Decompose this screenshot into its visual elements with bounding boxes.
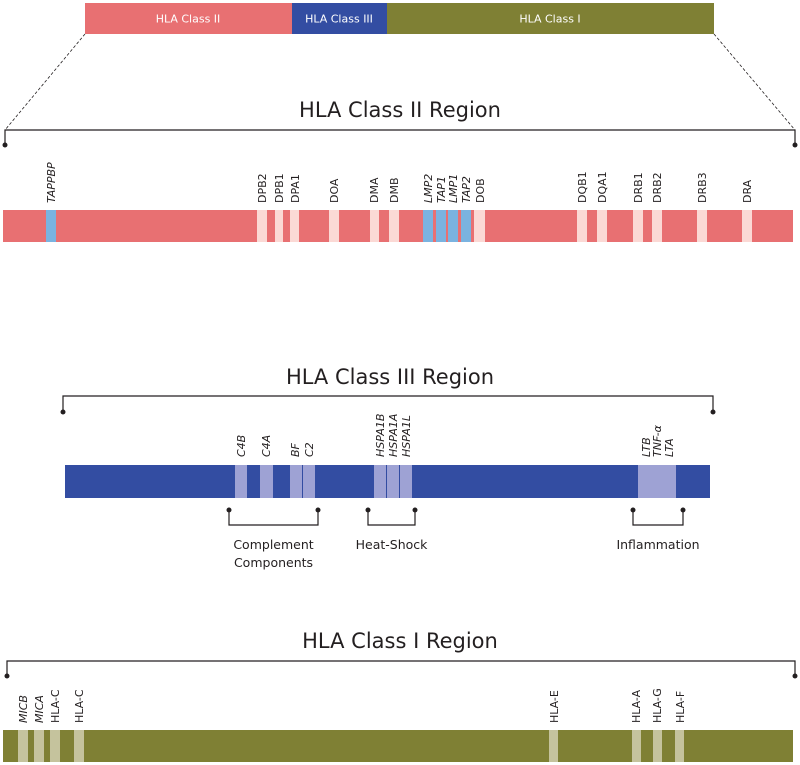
gene-label-hla-f: HLA-F <box>674 691 687 723</box>
gene-label-drb3: DRB3 <box>696 172 709 203</box>
gene-band-dob <box>474 210 485 242</box>
gene-label-hla-g: HLA-G <box>651 688 664 723</box>
gene-band-mica <box>34 730 44 762</box>
class3-bracket <box>60 395 716 415</box>
gene-label-tap1: TAP1 <box>435 176 448 203</box>
overview-bar: HLA Class II HLA Class III HLA Class I <box>85 3 714 34</box>
gene-band-dpb2 <box>257 210 267 242</box>
gene-label-hspa1a: HSPA1A <box>387 414 400 457</box>
gene-label-lta: LTA <box>663 438 676 457</box>
gene-band-tap1 <box>436 210 446 242</box>
gene-label-hspa1l: HSPA1L <box>400 415 413 457</box>
gene-band-dma <box>370 210 379 242</box>
group-label-complement-components: Components <box>234 555 313 570</box>
class1-chromosome-bar <box>3 730 793 762</box>
gene-label-dmb: DMB <box>388 177 401 203</box>
gene-band-drb1 <box>633 210 643 242</box>
gene-label-dpb1: DPB1 <box>273 173 286 203</box>
class1-bracket <box>4 660 798 679</box>
gene-band-c2 <box>303 465 315 498</box>
gene-label-c4b: C4B <box>235 435 248 457</box>
overview-segment-class2 <box>85 3 292 34</box>
overview-label-class1: HLA Class I <box>519 13 580 26</box>
gene-band-hla-g <box>653 730 662 762</box>
gene-band-doa <box>329 210 339 242</box>
gene-band-dra <box>742 210 752 242</box>
group-bracket-complement-components <box>226 507 321 526</box>
gene-band-hspa1l <box>400 465 412 498</box>
overview-segment-class3 <box>292 3 387 34</box>
gene-band-dqb1 <box>577 210 587 242</box>
gene-label-dra: DRA <box>741 179 754 203</box>
gene-label-mica: MICA <box>33 695 46 723</box>
gene-label-lmp1: LMP1 <box>447 174 460 203</box>
gene-band-dpb1 <box>275 210 283 242</box>
class3-region-title: HLA Class III Region <box>286 365 494 389</box>
gene-band-drb2 <box>652 210 662 242</box>
gene-band-tap2 <box>461 210 471 242</box>
gene-label-dpb2: DPB2 <box>256 173 269 203</box>
group-bracket-heat-shock <box>365 507 418 526</box>
group-bracket-inflammation <box>630 507 686 526</box>
gene-label-bf: BF <box>289 442 302 457</box>
gene-label-hla-c: HLA-C <box>73 689 86 723</box>
gene-band-lmp2 <box>423 210 433 242</box>
gene-band-micb <box>18 730 28 762</box>
class2-bracket <box>2 129 798 148</box>
gene-band-hla-c <box>50 730 60 762</box>
gene-band-hla-a <box>632 730 641 762</box>
gene-label-drb2: DRB2 <box>651 172 664 203</box>
gene-band-lta <box>657 465 676 498</box>
gene-label-hla-e: HLA-E <box>548 690 561 723</box>
gene-label-c4a: C4A <box>260 435 273 457</box>
gene-band-bf <box>290 465 302 498</box>
gene-band-hspa1b <box>374 465 386 498</box>
class2-region-title: HLA Class II Region <box>299 98 501 122</box>
gene-label-drb1: DRB1 <box>632 172 645 203</box>
overview-segment-class1 <box>387 3 714 34</box>
gene-label-tap2: TAP2 <box>460 176 473 203</box>
gene-band-lmp1 <box>448 210 458 242</box>
gene-band-hla-f <box>675 730 684 762</box>
gene-band-c4a <box>260 465 273 498</box>
class1-region-title: HLA Class I Region <box>302 629 498 653</box>
gene-label-tappbp: TAPPBP <box>45 162 58 203</box>
group-label-heat-shock: Heat-Shock <box>356 537 429 552</box>
gene-label-dma: DMA <box>368 177 381 203</box>
gene-label-hla-c: HLA-C <box>49 689 62 723</box>
zoom-line-right <box>713 33 796 131</box>
gene-label-micb: MICB <box>17 695 30 723</box>
overview-label-class3: HLA Class III <box>305 13 373 26</box>
gene-band-dqa1 <box>597 210 607 242</box>
gene-label-hspa1b: HSPA1B <box>374 414 387 457</box>
gene-label-ltb: LTB <box>640 437 653 457</box>
overview-label-class2: HLA Class II <box>156 13 221 26</box>
gene-label-tnf: TNF-α <box>651 424 664 457</box>
gene-label-dqa1: DQA1 <box>596 171 609 203</box>
gene-label-dqb1: DQB1 <box>576 171 589 203</box>
gene-label-c2: C2 <box>303 442 316 457</box>
gene-label-hla-a: HLA-A <box>630 689 643 723</box>
gene-label-lmp2: LMP2 <box>422 174 435 203</box>
gene-label-dpa1: DPA1 <box>289 174 302 203</box>
gene-band-hspa1a <box>387 465 399 498</box>
gene-label-doa: DOA <box>328 178 341 203</box>
gene-label-dob: DOB <box>474 178 487 203</box>
gene-band-ltb <box>638 465 657 498</box>
gene-band-drb3 <box>697 210 707 242</box>
group-label-inflammation: Inflammation <box>616 537 699 552</box>
gene-band-c4b <box>235 465 247 498</box>
gene-band-dpa1 <box>290 210 299 242</box>
zoom-line-left <box>4 33 86 131</box>
gene-band-tappbp <box>46 210 56 242</box>
gene-band-dmb <box>389 210 399 242</box>
gene-band-hla-c <box>74 730 84 762</box>
group-label-complement-components: Complement <box>233 537 313 552</box>
gene-band-hla-e <box>549 730 558 762</box>
